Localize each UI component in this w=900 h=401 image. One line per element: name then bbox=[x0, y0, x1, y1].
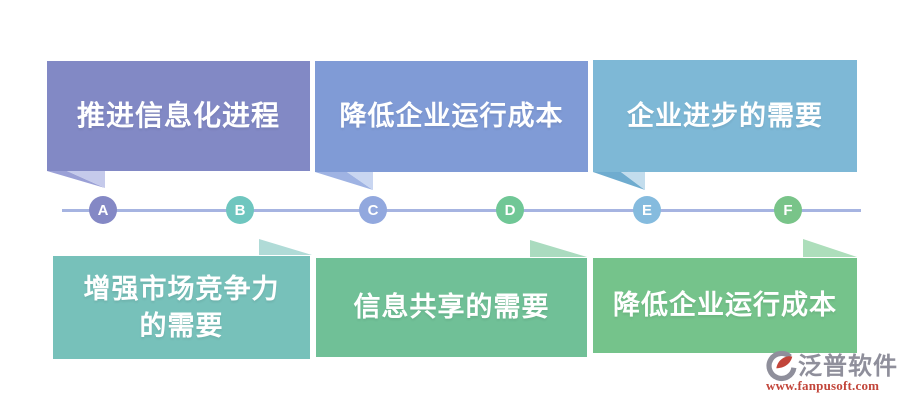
timeline-node-c: C bbox=[359, 196, 387, 224]
tail-bottom-3 bbox=[803, 239, 857, 257]
callout-top-1: 推进信息化进程 bbox=[47, 61, 310, 171]
tail-top-2-light bbox=[347, 172, 373, 190]
callout-top-1-label: 推进信息化进程 bbox=[76, 100, 280, 132]
callout-bottom-2-label: 信息共享的需要 bbox=[353, 292, 550, 323]
tail-top-3-light bbox=[621, 172, 645, 190]
brand-url: www.fanpusoft.com bbox=[766, 378, 880, 393]
callout-bottom-3: 降低企业运行成本 bbox=[593, 258, 857, 353]
timeline-node-e: E bbox=[633, 196, 661, 224]
tail-top-1-dark bbox=[47, 171, 105, 188]
callout-top-3-label: 企业进步的需要 bbox=[627, 100, 823, 131]
timeline-line bbox=[62, 209, 861, 212]
tail-top-3-dark bbox=[593, 172, 645, 190]
callout-bottom-1-label: 增强市场竞争力 的需要 bbox=[83, 274, 280, 341]
node-c-label: C bbox=[367, 201, 379, 219]
node-d-label: D bbox=[504, 201, 516, 219]
tail-bottom-2 bbox=[530, 240, 587, 257]
callout-bottom-1: 增强市场竞争力 的需要 bbox=[53, 256, 310, 359]
callout-top-3: 企业进步的需要 bbox=[593, 60, 857, 172]
watermark: 泛普软件 www.fanpusoft.com bbox=[766, 351, 900, 392]
brand-name: 泛普软件 bbox=[798, 353, 898, 380]
node-f-label: F bbox=[783, 201, 793, 219]
callout-top-2: 降低企业运行成本 bbox=[315, 61, 588, 172]
node-b-label: B bbox=[234, 201, 246, 219]
callout-bottom-3-label: 降低企业运行成本 bbox=[613, 290, 837, 321]
timeline-node-a: A bbox=[89, 196, 117, 224]
fanpu-circle-logo-icon bbox=[766, 351, 797, 381]
callout-bottom-2: 信息共享的需要 bbox=[316, 258, 587, 357]
node-a-label: A bbox=[97, 201, 109, 219]
node-e-label: E bbox=[641, 201, 652, 219]
tail-bottom-1 bbox=[259, 239, 312, 255]
tail-top-1-light bbox=[67, 171, 105, 188]
timeline-node-b: B bbox=[226, 196, 254, 224]
timeline-node-d: D bbox=[496, 196, 524, 224]
timeline-node-f: F bbox=[774, 196, 802, 224]
tail-top-2-dark bbox=[315, 172, 373, 190]
callout-top-2-label: 降低企业运行成本 bbox=[339, 101, 564, 132]
